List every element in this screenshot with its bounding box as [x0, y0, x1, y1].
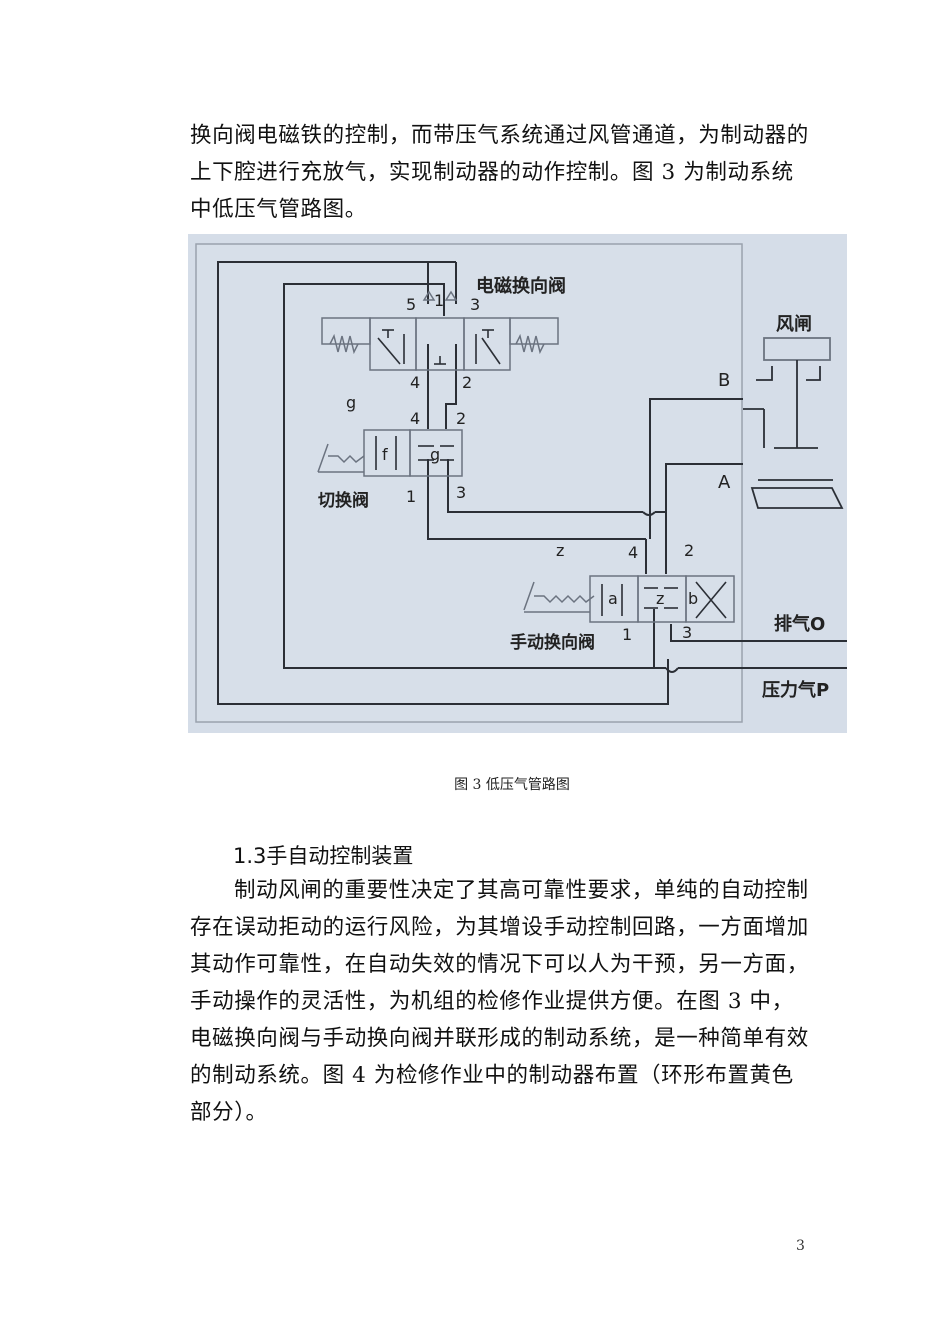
section-heading: 1.3手自动控制装置: [233, 844, 414, 868]
manual-port-3: 3: [682, 623, 692, 642]
solenoid-valve-label: 电磁换向阀: [476, 275, 566, 297]
manual-lever-label: z: [556, 541, 564, 560]
port-b-label: B: [718, 370, 730, 391]
manual-port-1: 1: [622, 625, 632, 644]
switch-valve-label: 切换阀: [318, 490, 369, 511]
port-a-label: A: [718, 472, 731, 493]
switch-position-g: g: [430, 445, 440, 464]
figure-caption: 图 3 低压气管路图: [454, 777, 570, 793]
intro-paragraph: 换向阀电磁铁的控制，而带压气系统通过风管通道，为制动器的上下腔进行充放气，实现制…: [190, 123, 809, 222]
solenoid-port-5: 5: [406, 295, 416, 314]
pressure-air-label: 压力气P: [762, 679, 829, 701]
manual-position-z: z: [656, 589, 664, 608]
manual-valve-label: 手动换向阀: [510, 632, 595, 653]
switch-position-f: f: [382, 445, 388, 464]
switch-lever-label: g: [346, 393, 356, 412]
pneumatic-circuit-diagram: 电磁换向阀 风闸 切换阀 手动换向阀 排气O 压力气P B A 5 1 3 4 …: [188, 234, 847, 733]
brake-label: 风闸: [776, 313, 812, 335]
switch-port-1: 1: [406, 487, 416, 506]
solenoid-port-1: 1: [434, 291, 444, 310]
switch-port-2: 2: [456, 409, 466, 428]
manual-position-a: a: [608, 589, 618, 608]
exhaust-label: 排气O: [774, 613, 825, 635]
switch-port-3: 3: [456, 483, 466, 502]
solenoid-port-2: 2: [462, 373, 472, 392]
switch-port-4: 4: [410, 409, 420, 428]
manual-port-4: 4: [628, 543, 638, 562]
manual-position-b: b: [688, 589, 698, 608]
page-number: 3: [796, 1238, 805, 1254]
solenoid-port-3: 3: [470, 295, 480, 314]
solenoid-port-4: 4: [410, 373, 420, 392]
manual-port-2: 2: [684, 541, 694, 560]
body-paragraph: 制动风闸的重要性决定了其高可靠性要求，单纯的自动控制存在误动拒动的运行风险，为其…: [190, 878, 809, 1125]
